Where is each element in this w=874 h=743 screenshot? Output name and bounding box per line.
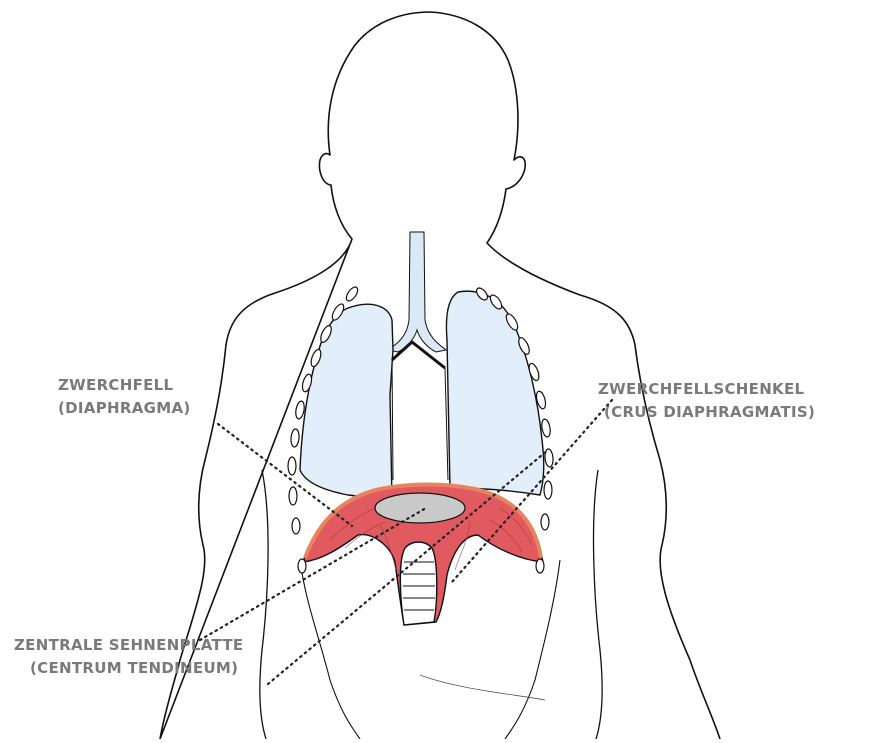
right-ribs [475,287,554,574]
leader-crus [450,398,614,584]
hip-curve [419,674,546,701]
waist-contour [299,559,361,740]
leader-lines [198,398,614,686]
label-crus-line1: ZWERCHFELLSCHENKEL [598,380,805,398]
label-diaphragm-line1: ZWERCHFELL [58,376,174,394]
waist-contour-right [504,559,561,740]
label-central-tendon-line1: ZENTRALE SEHNENPLATTE [14,636,244,654]
label-diaphragm: ZWERCHFELL (DIAPHRAGMA) [58,374,208,420]
leader-diaphragm [216,422,354,528]
body-outline [159,11,721,740]
right-arm-contour [592,469,603,740]
label-central-tendon-line2: (CENTRUM TENDINEUM) [30,659,239,677]
left-ribs [287,286,359,574]
left-arm-contour [259,469,269,740]
leader-tendon-b [266,448,550,686]
label-crus: ZWERCHFELLSCHENKEL (CRUS DIAPHRAGMATIS) [598,378,856,424]
label-diaphragm-line2: (DIAPHRAGMA) [58,399,191,417]
label-crus-line2: (CRUS DIAPHRAGMATIS) [604,403,816,421]
muscle-fibers [329,507,533,571]
bronchi [390,340,446,370]
trachea [386,231,448,353]
label-central-tendon: ZENTRALE SEHNENPLATTE (CENTRUM TENDINEUM… [14,634,304,680]
mediastinum [391,359,449,481]
spine [399,541,438,626]
leader-tendon [198,506,428,642]
central-tendon [374,492,466,524]
